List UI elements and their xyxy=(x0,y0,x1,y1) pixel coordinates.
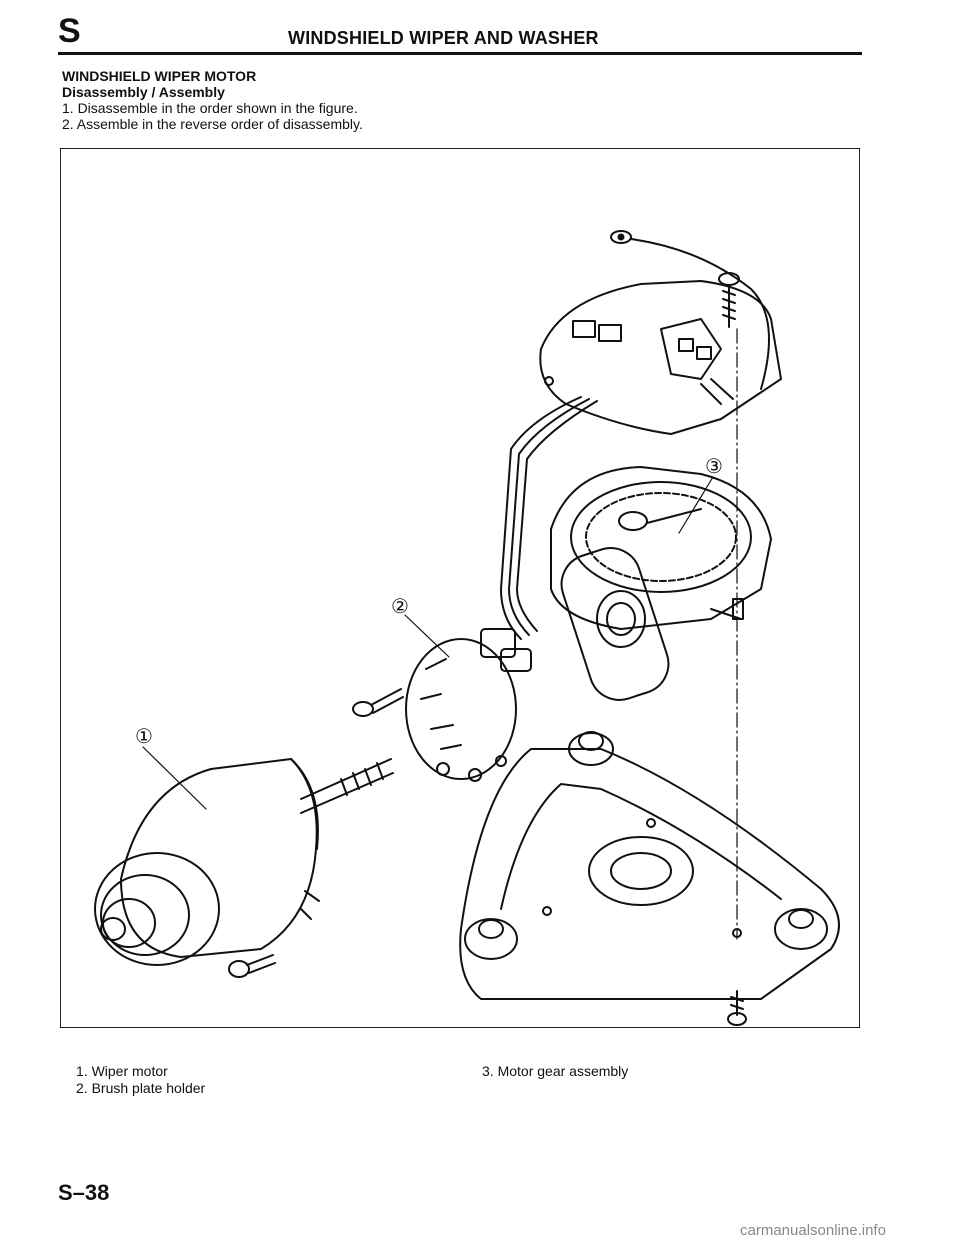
wiper-motor-illustration: ① ② ③ xyxy=(94,230,840,1026)
section-title: WINDSHIELD WIPER AND WASHER xyxy=(288,28,599,48)
wiper-motor xyxy=(94,758,320,966)
step-1: 1. Disassemble in the order shown in the… xyxy=(62,100,358,116)
section-letter: S xyxy=(58,12,81,50)
callout-3: ③ xyxy=(705,454,723,478)
intro-block: WINDSHIELD WIPER MOTOR Disassembly / Ass… xyxy=(62,68,363,132)
legend-left: 1. Wiper motor 2. Brush plate holder xyxy=(76,1063,205,1097)
wiper-bracket xyxy=(459,731,840,1000)
exploded-view-figure: ① ② ③ xyxy=(60,148,860,1028)
motor-gear-assembly xyxy=(550,466,772,701)
procedure-heading: WINDSHIELD WIPER MOTOR xyxy=(62,68,257,84)
legend-item-1: 1. Wiper motor xyxy=(76,1063,168,1079)
legend-right: 3. Motor gear assembly xyxy=(482,1063,628,1080)
step-2: 2. Assemble in the reverse order of disa… xyxy=(62,116,363,132)
page-header: S WINDSHIELD WIPER AND WASHER xyxy=(58,12,862,55)
procedure-subheading: Disassembly / Assembly xyxy=(62,84,225,100)
ground-wire xyxy=(610,230,770,390)
motor-mounting-screw xyxy=(228,954,276,978)
brush-plate-screw xyxy=(352,688,404,717)
legend-item-2: 2. Brush plate holder xyxy=(76,1080,206,1096)
brush-plate-holder xyxy=(405,628,532,782)
footer-watermark: carmanualsonline.info xyxy=(740,1222,886,1239)
wire-harness xyxy=(500,396,598,640)
callout-2: ② xyxy=(391,594,409,618)
motor-cover xyxy=(539,280,782,435)
legend-item-3: 3. Motor gear assembly xyxy=(482,1063,629,1079)
callout-1: ① xyxy=(135,724,153,748)
bracket-bolt xyxy=(727,990,747,1026)
cover-screw xyxy=(718,272,740,328)
page-number: S–38 xyxy=(58,1180,110,1205)
